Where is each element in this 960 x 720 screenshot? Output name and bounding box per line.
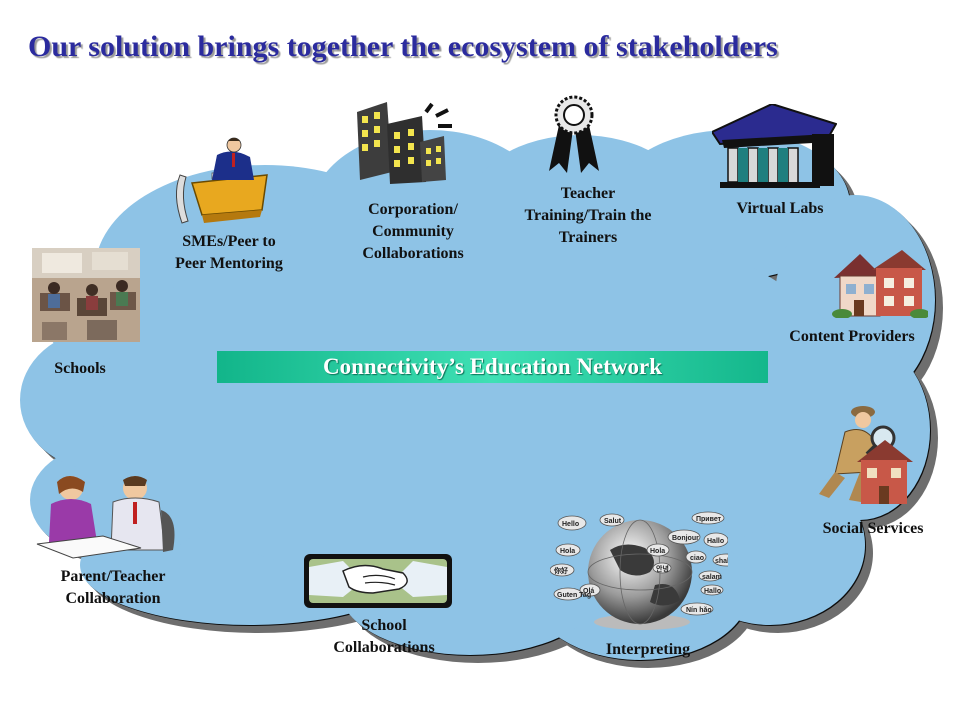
network-banner: Connectivity’s Education Network <box>217 351 768 383</box>
svg-text:Nín hǎo: Nín hǎo <box>686 607 712 614</box>
speech-bubble: Hallo <box>703 532 728 548</box>
speech-bubble: Bonjour <box>667 529 701 545</box>
label-virtual-labs: Virtual Labs <box>736 200 824 217</box>
speech-bubble: 你好 <box>550 563 575 577</box>
label-parent-teacher: Parent/Teacher Collaboration <box>60 568 166 607</box>
svg-text:ciao: ciao <box>690 555 704 562</box>
speech-bubble: Nín hǎo <box>680 602 714 616</box>
speech-bubble: Привет <box>691 511 725 525</box>
svg-text:你好: 你好 <box>553 566 568 575</box>
speech-bubble: Salut <box>599 513 625 527</box>
classical-building-icon <box>712 104 837 188</box>
page-title: Our solution brings together the ecosyst… <box>28 30 778 63</box>
speech-bubble: ciao <box>685 550 707 564</box>
label-smes-peer-mentoring: SMEs/Peer to Peer Mentoring <box>175 233 283 272</box>
speech-bubble: Hallo <box>700 584 724 596</box>
detective-house-icon <box>819 406 913 504</box>
speech-bubble: Olá <box>579 583 601 597</box>
svg-text:Guten Tag: Guten Tag <box>557 592 591 599</box>
label-school-collaborations: School Collaborations <box>333 617 435 656</box>
speech-bubble: Hola <box>646 543 670 557</box>
label-teacher-training: Teacher Training/Train the Trainers <box>524 185 652 246</box>
mentor-desk-icon <box>176 137 268 224</box>
svg-text:Hola: Hola <box>650 548 665 555</box>
svg-text:salam: salam <box>702 574 722 581</box>
classroom-photo-icon <box>32 248 140 342</box>
speech-bubble: Guten Tag <box>553 587 591 601</box>
label-schools: Schools <box>54 360 106 377</box>
house-icon <box>832 250 928 318</box>
speech-bubble: 안녕 <box>652 562 672 574</box>
svg-text:Olá: Olá <box>583 588 594 595</box>
svg-text:Hallo: Hallo <box>707 538 724 545</box>
globe-languages-icon: Hello Salut Привет Bonjour Hallo Hola ci… <box>550 511 728 630</box>
speech-bubble: Hola <box>555 543 581 557</box>
svg-text:Bonjour: Bonjour <box>672 535 699 542</box>
label-corporation-community: Corporation/ Community Collaborations <box>362 201 464 262</box>
svg-text:Hello: Hello <box>562 521 579 528</box>
handshake-icon <box>304 554 452 608</box>
label-content-providers: Content Providers <box>789 328 915 345</box>
network-label: Connectivity’s Education Network <box>322 354 663 379</box>
label-interpreting: Interpreting <box>605 641 691 658</box>
speech-bubble: shalom <box>712 553 728 567</box>
office-buildings-icon <box>357 102 452 184</box>
award-ribbon-icon <box>549 95 599 173</box>
svg-text:shalom: shalom <box>715 558 728 565</box>
speech-bubble: salam <box>698 570 722 582</box>
svg-text:Привет: Привет <box>696 516 722 523</box>
speech-bubble: Hello <box>557 515 587 531</box>
meeting-people-icon <box>36 476 175 559</box>
svg-text:Hola: Hola <box>560 548 575 555</box>
svg-text:Salut: Salut <box>604 518 622 525</box>
svg-text:안녕: 안녕 <box>656 564 669 573</box>
svg-text:Hallo: Hallo <box>704 588 721 595</box>
label-social-services: Social Services <box>822 520 924 537</box>
